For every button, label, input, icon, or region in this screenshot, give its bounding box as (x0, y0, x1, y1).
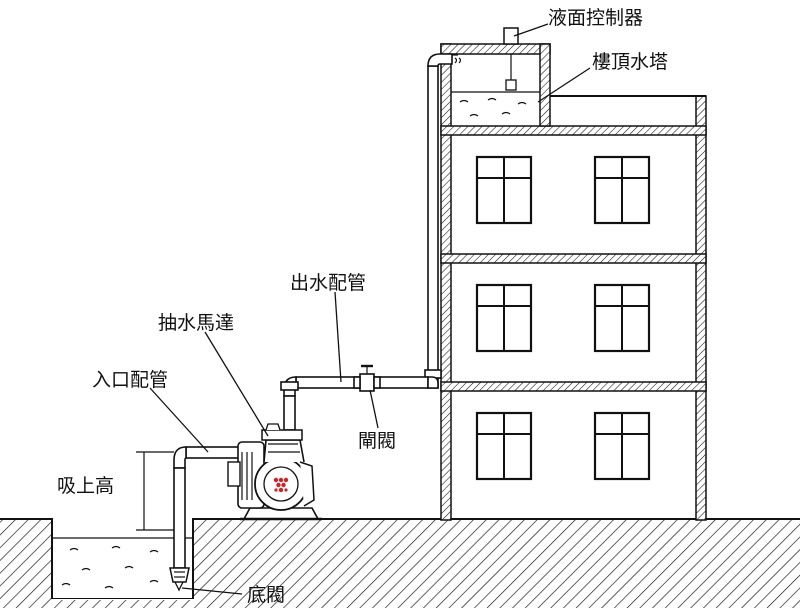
label-roof-tank: 樓頂水塔 (592, 51, 668, 73)
window (475, 155, 533, 225)
window (475, 411, 533, 481)
pump-motor-device (227, 423, 322, 521)
label-pump-motor: 抽水馬達 (158, 312, 234, 334)
label-level-controller: 液面控制器 (548, 7, 643, 29)
leader-lines (149, 23, 591, 595)
roof-water-tank (440, 43, 551, 127)
label-suction-height: 吸上高 (57, 475, 114, 497)
window (593, 411, 651, 481)
label-outlet-pipe: 出水配管 (290, 272, 366, 294)
window (593, 155, 651, 225)
windows (475, 155, 651, 481)
level-controller-device (503, 27, 519, 91)
window (475, 283, 533, 353)
building (440, 43, 707, 521)
label-gate-valve: 閘閥 (358, 430, 396, 452)
water-pit (53, 520, 192, 598)
suction-height-dimension (136, 451, 174, 531)
label-foot-valve: 底閥 (247, 584, 285, 606)
gate-valve-device (353, 364, 381, 392)
window (593, 283, 651, 353)
label-inlet-pipe: 入口配管 (92, 369, 168, 391)
foot-valve-device (169, 567, 190, 592)
